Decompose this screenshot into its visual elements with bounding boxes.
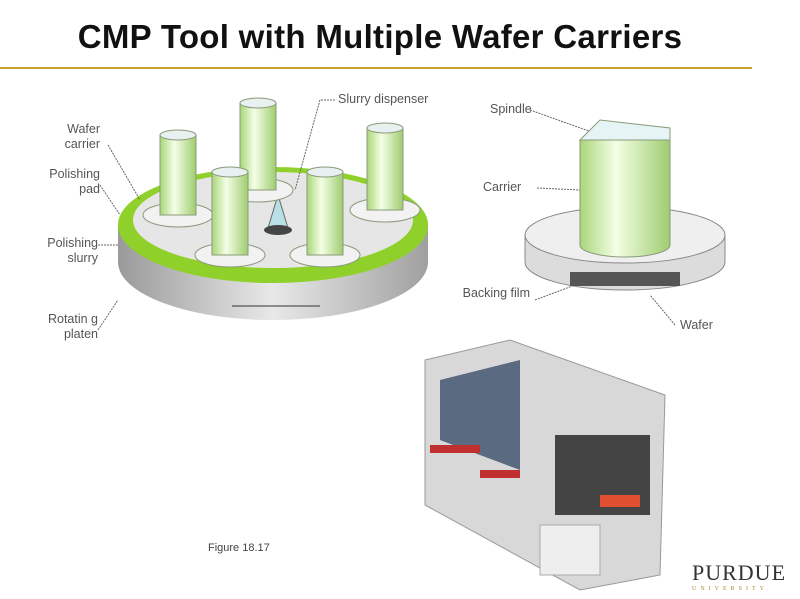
label-rotating-platen: Rotatin g platen	[47, 312, 98, 341]
label-carrier: Carrier	[483, 180, 522, 194]
title-underline	[0, 67, 752, 69]
wafer-carriers	[142, 97, 421, 268]
logo-name: PURDUE	[692, 560, 787, 585]
logo-sub: UNIVERSITY	[692, 586, 768, 592]
label-wafer: Wafer	[680, 318, 713, 332]
cmp-machine-photo	[424, 339, 666, 591]
carrier-detail	[524, 119, 726, 291]
label-backing-film: Backing film	[462, 286, 530, 300]
label-slurry-dispenser: Slurry dispenser	[338, 92, 429, 106]
label-wafer-carrier: Wafer carrier	[64, 122, 100, 151]
label-polishing-slurry: Polishing slurry	[47, 236, 98, 265]
slide-title: CMP Tool with Multiple Wafer Carriers	[77, 18, 683, 55]
label-polishing-pad: Polishing pad	[49, 167, 100, 196]
figure-caption: Figure 18.17	[208, 542, 270, 554]
label-spindle: Spindle	[490, 102, 532, 116]
